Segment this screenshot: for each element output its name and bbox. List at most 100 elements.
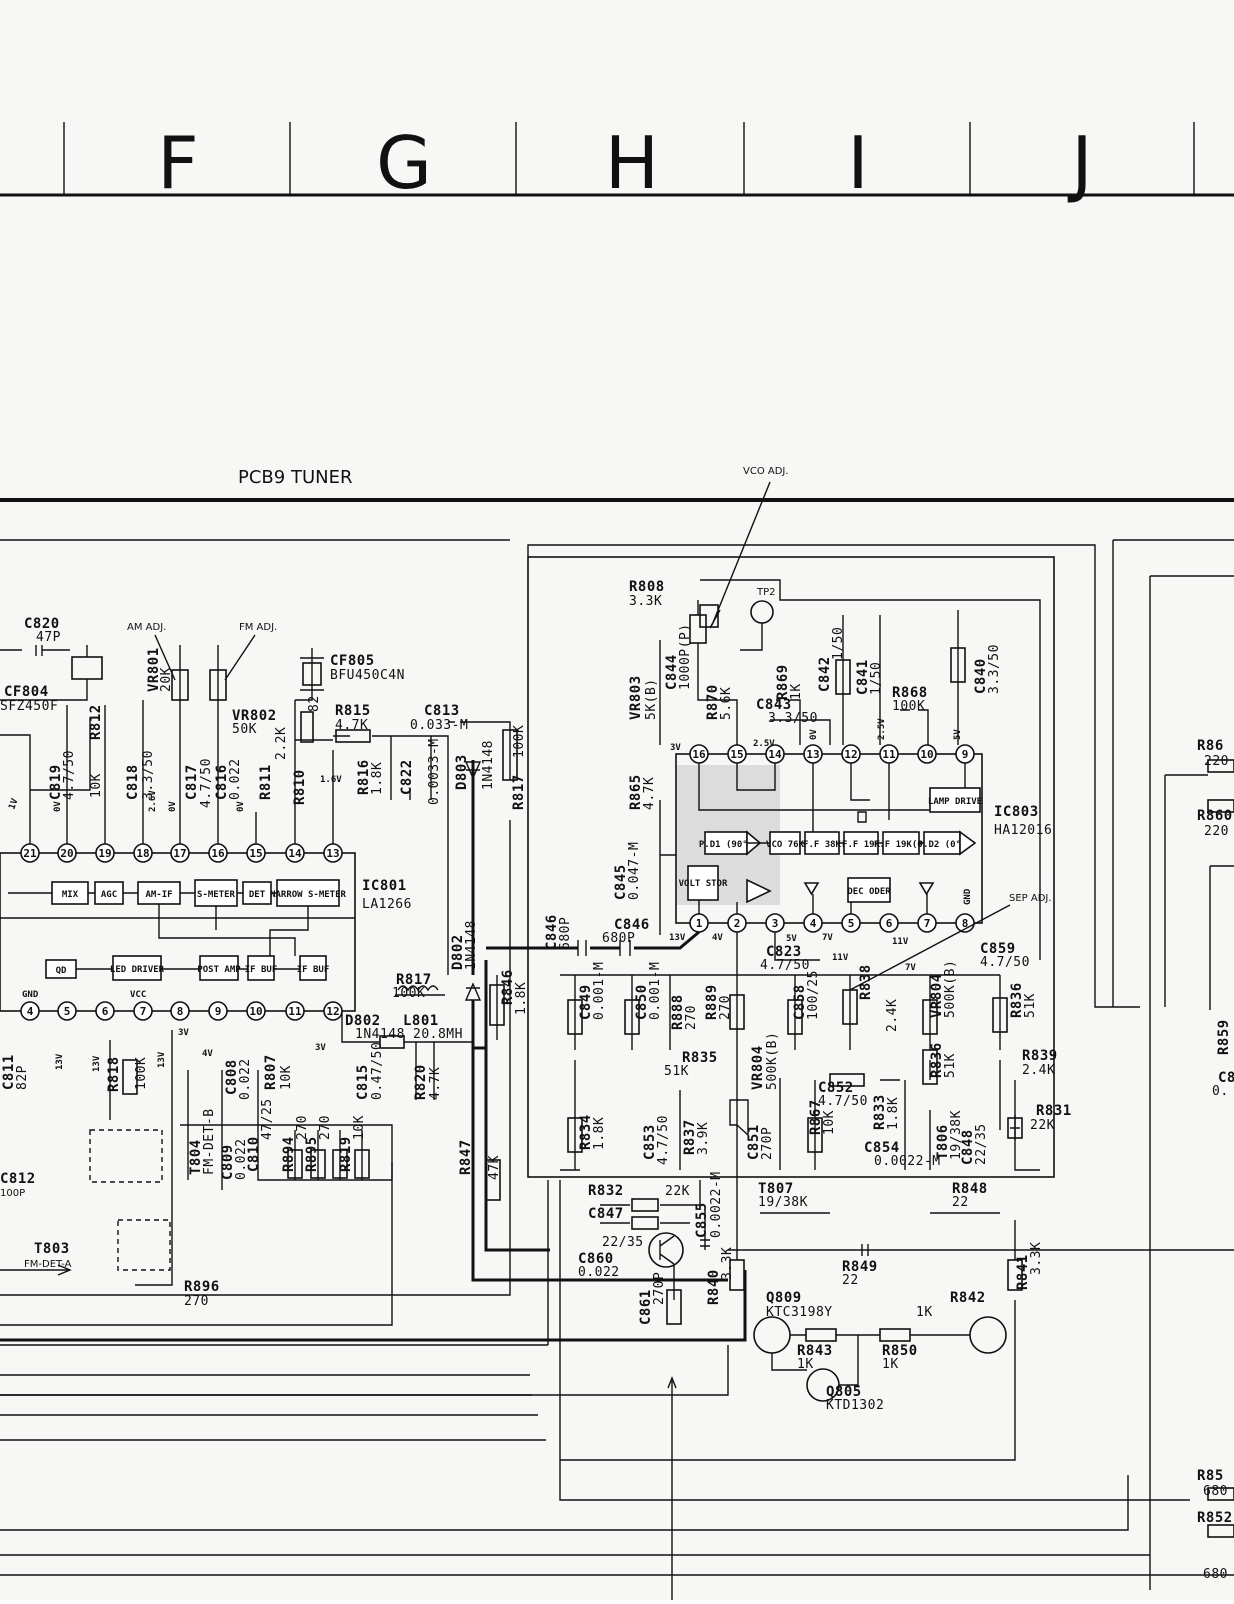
svg-text:680P: 680P [558,917,573,950]
wiring [0,579,1234,1402]
ic801-part: LA1266 [362,897,412,912]
svg-text:10K: 10K [822,1110,837,1135]
svg-text:10: 10 [920,748,933,761]
ic801: 21 20 19 18 17 16 15 14 13 4 5 6 7 8 9 1… [0,843,412,1021]
component-labels: C820 47P CF804 SFZ450F VR802 50K CF805 B… [0,579,1071,1413]
ic801-bottom-pins: 4 5 6 7 8 9 10 11 12 [20,1001,343,1021]
svg-text:5K(B): 5K(B) [644,678,659,720]
label-q805: Q809 [766,1290,802,1306]
label-c849: C823 [766,944,802,960]
label-c850: C859 [980,941,1016,957]
label-c845: R865 [628,774,644,810]
svg-text:4V: 4V [202,1049,213,1059]
svg-text:1K: 1K [797,1357,814,1372]
label-c820: C820 [24,616,60,632]
svg-text:0.022: 0.022 [234,1138,249,1180]
svg-text:21: 21 [23,847,37,860]
svg-text:14: 14 [288,847,302,860]
svg-text:1V: 1V [7,797,20,811]
label-c842: C843 [756,697,792,713]
svg-text:8: 8 [177,1005,184,1018]
svg-text:100/25: 100/25 [806,970,821,1020]
svg-text:270: 270 [718,995,733,1020]
label-r808: R896 [184,1279,220,1295]
svg-text:1000P(P): 1000P(P) [678,623,693,690]
svg-text:22: 22 [952,1195,969,1210]
block-ff-19k-0: F.F 19K(0) [874,840,928,850]
svg-text:1.8K: 1.8K [592,1117,607,1150]
svg-text:2.6V: 2.6V [148,790,158,812]
block-volt-stor: VOLT STOR [679,879,728,889]
grid-column-f: F [157,121,198,205]
label-r895: R894 [281,1136,297,1172]
svg-text:0V: 0V [168,801,178,812]
ic803: 16 15 14 13 12 11 10 9 1 2 3 4 5 6 7 8 P… [675,744,1052,933]
grid-column-j: J [1067,121,1092,205]
label-d803: D803 [454,754,470,790]
svg-text:8: 8 [962,917,969,930]
block-s-meter: S-METER [197,890,236,900]
label-r848: R832 [588,1183,624,1199]
block-post-amp: POST AMP [197,965,241,975]
label-r842: R840 [706,1269,722,1305]
svg-text:22: 22 [842,1273,859,1288]
svg-text:R859: R859 [1216,1019,1232,1055]
label-vr804: R838 [858,964,874,1000]
svg-text:0.047-M: 0.047-M [627,842,642,900]
svg-text:4.7/50: 4.7/50 [656,1115,671,1165]
svg-text:15: 15 [730,748,743,761]
block-agc: AGC [101,890,117,900]
svg-text:SFZ450F: SFZ450F [0,699,58,714]
svg-text:1K: 1K [789,683,804,700]
svg-text:6: 6 [102,1005,109,1018]
label-t803: C812 [0,1171,36,1187]
label-vr801: VR801 [146,647,162,692]
svg-text:3.9K: 3.9K [696,1122,711,1155]
label-r896: R895 [304,1136,320,1172]
svg-text:13: 13 [326,847,339,860]
svg-text:1N4148: 1N4148 [481,740,496,790]
label-q804: Q805 [826,1384,862,1400]
svg-text:FM-DET-A: FM-DET-A [24,1259,72,1270]
svg-text:13: 13 [806,748,819,761]
svg-text:50K: 50K [232,722,257,737]
svg-text:100K: 100K [392,986,425,1001]
ic803-bottom-pins: 1 2 3 4 5 6 7 8 [689,913,975,933]
svg-text:0.0033-M: 0.0033-M [427,738,442,805]
svg-text:0.0022-M: 0.0022-M [709,1171,724,1238]
label-c809: T804 [188,1139,204,1175]
svg-text:5: 5 [64,1005,71,1018]
block-qd: QD [56,966,67,976]
note-sep-adj: SEP ADJ. [1009,893,1052,904]
svg-text:4.7/50: 4.7/50 [62,750,77,800]
svg-text:20.8MH: 20.8MH [413,1027,463,1042]
label-vr803: R808 [629,579,665,595]
svg-text:2.4K: 2.4K [885,999,900,1032]
label-c815: C808 [224,1059,240,1095]
testpoint-tp2: TP2 [756,587,776,598]
label-c843: R870 [705,684,721,720]
grid-column-g: G [376,121,432,205]
svg-text:220: 220 [1204,754,1229,769]
label-r889: C850 [634,984,650,1020]
label-r818: R846 [500,969,516,1005]
label-r868: C842 [817,656,833,692]
svg-text:C8: C8 [1218,1070,1234,1086]
svg-text:270P: 270P [652,1272,667,1305]
svg-text:1N4148: 1N4148 [464,920,479,970]
label-c854: C853 [642,1124,658,1160]
svg-text:5: 5 [848,917,855,930]
label-t806: R837 [682,1119,698,1155]
svg-text:15: 15 [249,847,262,860]
voltage-labels: 1V 0V 2.6V 0V 0V 1.6V 13V 13V 13V 3V 4V … [7,718,963,1072]
svg-text:4: 4 [810,917,817,930]
svg-text:12: 12 [844,748,857,761]
label-r835: C858 [792,984,808,1020]
svg-text:3V: 3V [178,1028,189,1038]
label-r817: R817 [511,774,527,810]
svg-text:270: 270 [184,1294,209,1309]
svg-text:9: 9 [215,1005,222,1018]
svg-text:4.7/50: 4.7/50 [818,1094,868,1109]
svg-text:4.7/50: 4.7/50 [760,958,810,973]
